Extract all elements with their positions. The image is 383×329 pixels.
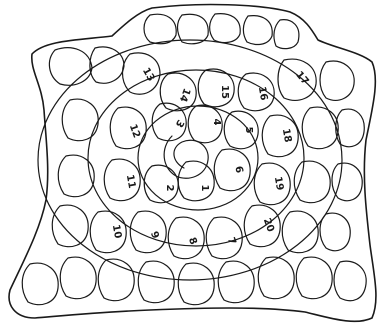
label-11: 11 bbox=[124, 174, 137, 190]
piece-bottom-1 bbox=[22, 263, 58, 305]
piece-top-1 bbox=[144, 14, 176, 43]
label-3: 3 bbox=[173, 117, 186, 129]
piece-bottom-8 bbox=[296, 257, 332, 299]
label-8: 8 bbox=[186, 236, 199, 246]
piece-bottom-5 bbox=[178, 263, 214, 305]
piece-8 bbox=[168, 217, 204, 259]
label-13: 13 bbox=[140, 66, 157, 84]
piece-9 bbox=[130, 211, 166, 253]
piece-1 bbox=[178, 161, 214, 201]
piece-top-4 bbox=[243, 16, 272, 45]
label-16: 16 bbox=[256, 86, 269, 102]
label-19: 19 bbox=[272, 176, 285, 192]
piece-row3-left bbox=[58, 155, 94, 197]
piece-bottom-2 bbox=[60, 257, 96, 299]
label-9: 9 bbox=[148, 230, 161, 240]
label-6: 6 bbox=[232, 165, 244, 174]
piece-top-5 bbox=[274, 20, 299, 49]
piece-bottom-7 bbox=[258, 257, 294, 299]
label-4: 4 bbox=[211, 119, 222, 126]
piece-row4-far-right bbox=[320, 213, 350, 251]
label-12: 12 bbox=[127, 123, 142, 140]
piece-upper-left-1 bbox=[49, 48, 92, 85]
label-15: 15 bbox=[219, 85, 230, 99]
piece-bottom-9 bbox=[334, 261, 366, 301]
piece-row4-left bbox=[52, 205, 88, 247]
label-18: 18 bbox=[280, 128, 293, 144]
label-14: 14 bbox=[177, 86, 192, 103]
ring-inner bbox=[138, 106, 258, 210]
label-1: 1 bbox=[199, 185, 210, 192]
label-10: 10 bbox=[110, 224, 123, 240]
piece-row2-left bbox=[62, 99, 98, 141]
piece-row4-right bbox=[282, 211, 318, 253]
label-7: 7 bbox=[225, 236, 238, 246]
piece-top-2 bbox=[178, 14, 209, 43]
piece-row3-far-right bbox=[332, 163, 362, 201]
label-5: 5 bbox=[243, 127, 254, 134]
piece-bottom-4 bbox=[138, 261, 174, 303]
label-2: 2 bbox=[164, 185, 175, 192]
piece-upper-left-2 bbox=[90, 47, 124, 83]
hide-outline bbox=[9, 5, 376, 322]
piece-row2-right bbox=[302, 107, 338, 149]
piece-bottom-6 bbox=[218, 261, 254, 303]
piece-top-3 bbox=[210, 14, 241, 43]
piece-upper-right bbox=[320, 61, 354, 100]
